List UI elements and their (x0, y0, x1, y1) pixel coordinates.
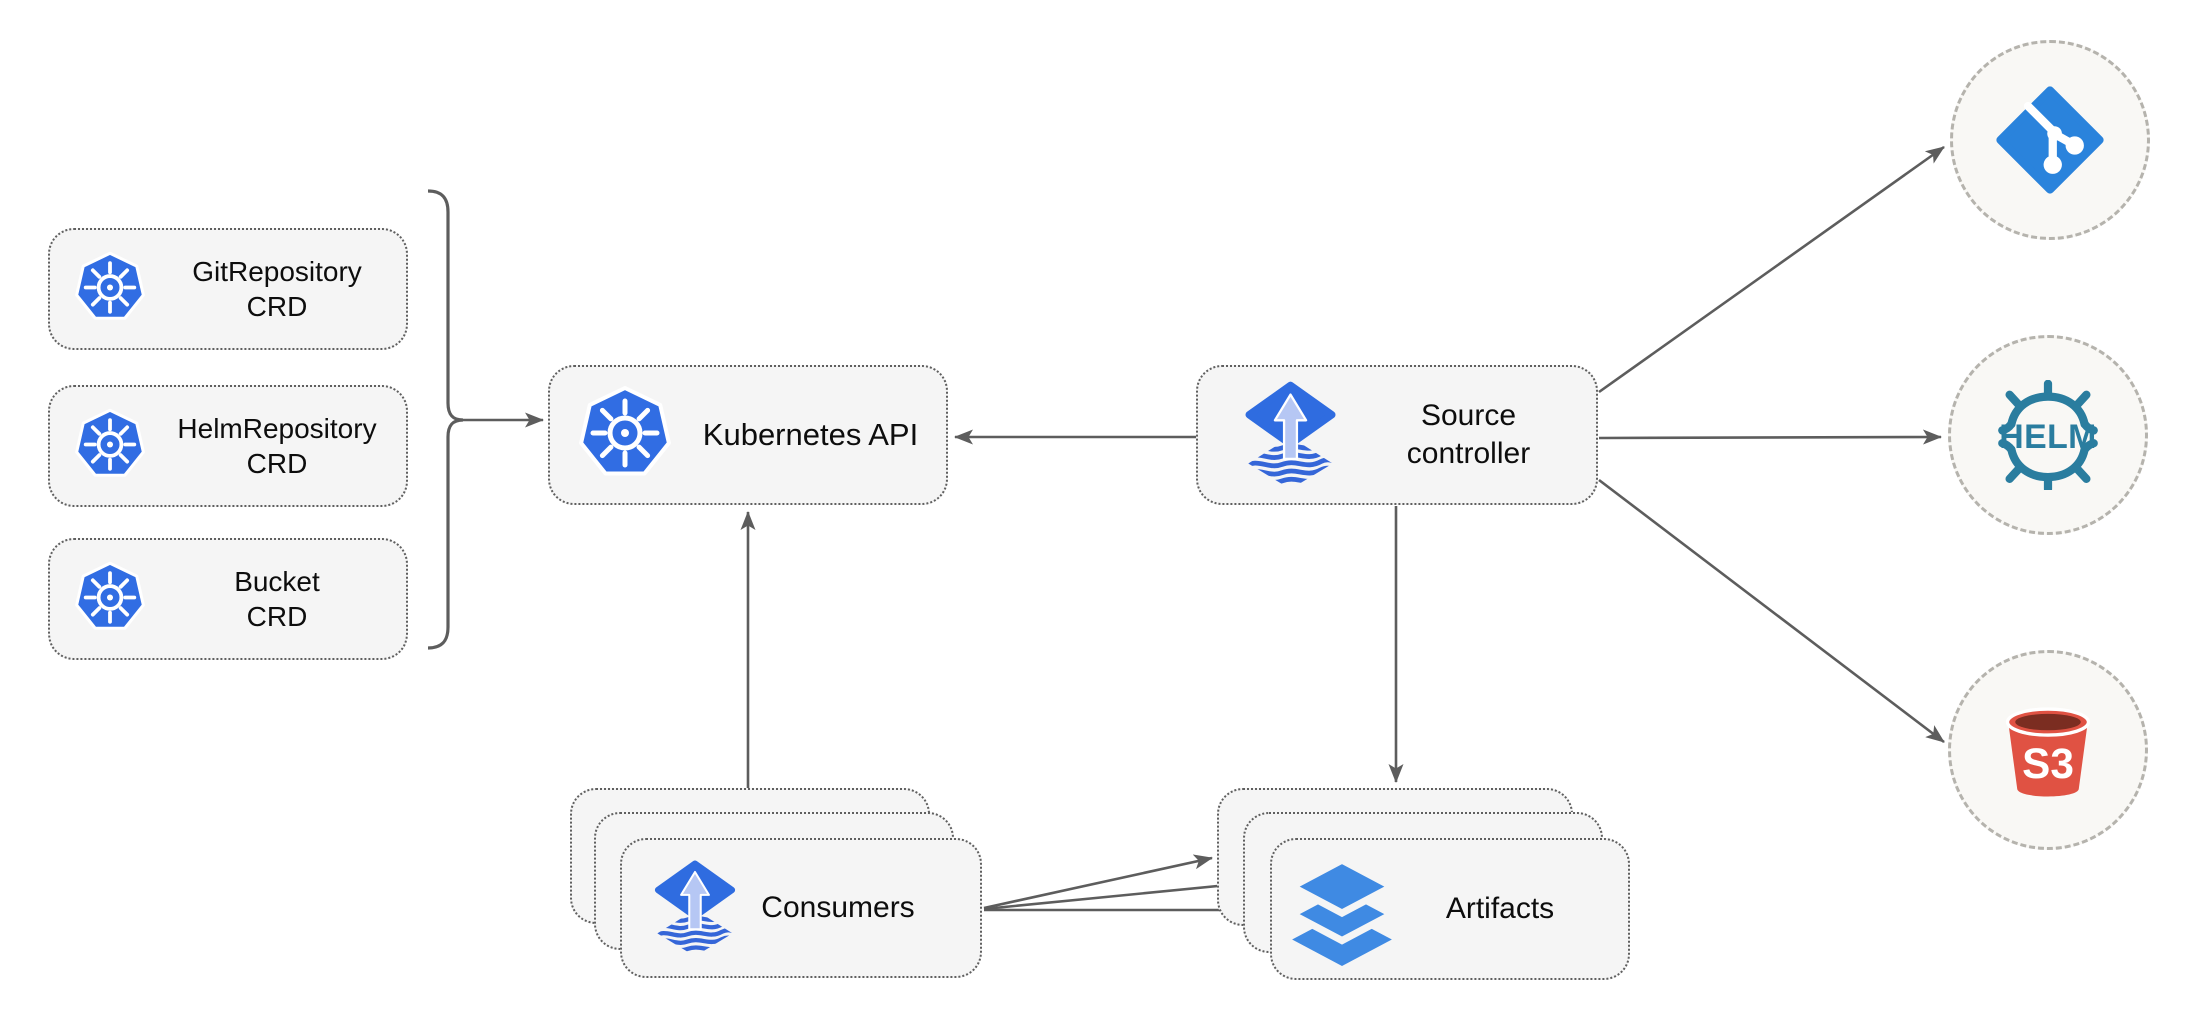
node-consumers: Consumers (620, 838, 982, 978)
flux-icon (654, 860, 736, 954)
edge-consumers-to-artifacts-2 (983, 878, 1239, 911)
label-line: GitRepository (192, 256, 362, 287)
node-label: GitRepository CRD (148, 254, 406, 324)
label-line: Kubernetes API (702, 417, 919, 452)
node-label: Kubernetes API (675, 416, 946, 454)
edge-source-to-git (1598, 145, 1945, 394)
node-label: Bucket CRD (148, 564, 406, 634)
label-line: controller (1406, 437, 1531, 470)
kubernetes-icon (75, 251, 145, 320)
label-line: Artifacts (1445, 892, 1555, 925)
kubernetes-icon (579, 386, 671, 476)
kubernetes-icon (75, 408, 145, 477)
node-label: Artifacts (1398, 890, 1628, 928)
label-line: Consumers (761, 891, 915, 924)
node-kubernetes-api: Kubernetes API (548, 365, 948, 505)
label-line: Source (1420, 399, 1517, 432)
label-line: Bucket (234, 566, 320, 597)
flux-icon (1245, 381, 1336, 487)
s3-wordmark: S3 (2022, 740, 2074, 787)
node-label: HelmRepository CRD (148, 411, 406, 481)
edge-consumers-to-artifacts-1 (983, 854, 1213, 910)
node-helm-endpoint: HELM (1948, 335, 2148, 535)
node-helmrepository-crd: HelmRepository CRD (48, 385, 408, 507)
node-label: Consumers (740, 889, 980, 927)
layers-icon (1286, 856, 1398, 966)
node-bucket-crd: Bucket CRD (48, 538, 408, 660)
edge-source-to-s3 (1598, 478, 1945, 744)
label-line: CRD (246, 601, 308, 632)
label-line: HelmRepository (177, 413, 377, 444)
s3-icon: S3 (2005, 707, 2091, 797)
label-line: CRD (246, 291, 308, 322)
edge-source-to-helm (1598, 429, 1942, 445)
node-gitrepository-crd: GitRepository CRD (48, 228, 408, 350)
node-label: Source controller (1341, 397, 1596, 473)
kubernetes-icon (75, 561, 145, 630)
node-s3-endpoint: S3 (1948, 650, 2148, 850)
helm-icon: HELM (1998, 380, 2098, 490)
crd-group-bracket (427, 189, 464, 650)
helm-wordmark: HELM (1999, 418, 2097, 456)
node-artifacts: Artifacts (1270, 838, 1630, 980)
node-source-controller: Source controller (1196, 365, 1598, 505)
label-line: CRD (246, 448, 308, 479)
node-git-endpoint (1950, 40, 2150, 240)
git-icon (1996, 86, 2104, 194)
